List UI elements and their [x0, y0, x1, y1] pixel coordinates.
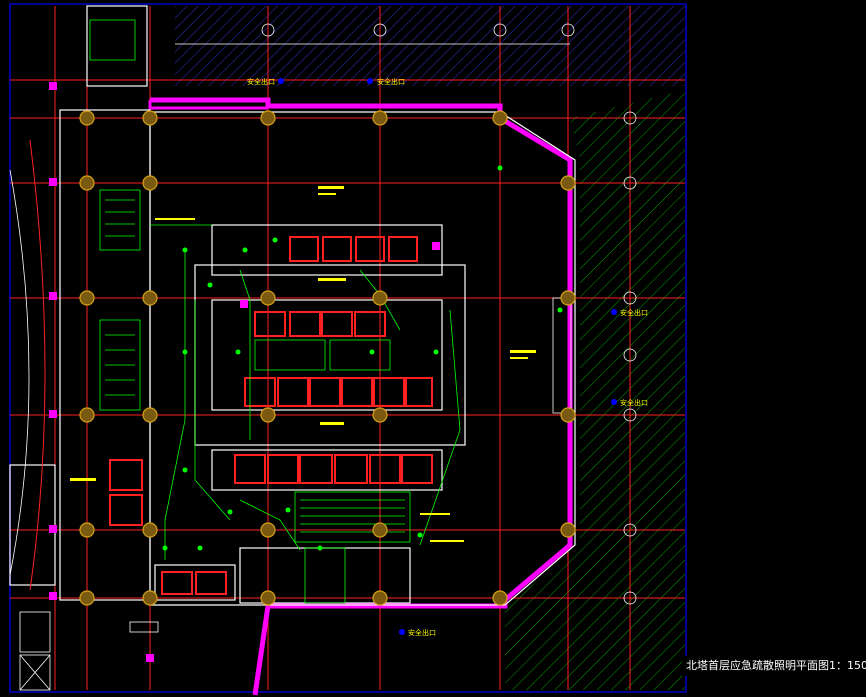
east-bollards: [623, 111, 637, 605]
top-dimension-line: [175, 23, 575, 45]
drawing-frame: [9, 3, 687, 693]
building-walls: [9, 5, 576, 606]
exit-label: 安全出口: [620, 398, 648, 407]
east-paving-zone: [505, 90, 685, 690]
stairs-and-escalators: [89, 19, 411, 604]
left-arc: [29, 139, 46, 591]
room-annotations: [70, 186, 536, 542]
exit-label: 安全出口: [377, 77, 405, 86]
top-hatch-zone: [175, 6, 685, 86]
site-details: [19, 611, 159, 691]
exit-label: 安全出口: [408, 628, 436, 637]
drawing-title: 北塔首层应急疏散照明平面图1：150: [682, 656, 866, 676]
exit-label: 安全出口: [620, 308, 648, 317]
elevator-banks: [109, 236, 433, 595]
exit-markers: [278, 78, 617, 635]
exit-labels: 安全出口 安全出口 安全出口 安全出口 安全出口: [247, 77, 648, 637]
lighting-fixtures: [162, 165, 563, 551]
exit-label: 安全出口: [247, 77, 275, 86]
curtain-wall: [150, 97, 573, 696]
structural-columns: [79, 110, 576, 606]
magenta-markers: [49, 82, 440, 662]
